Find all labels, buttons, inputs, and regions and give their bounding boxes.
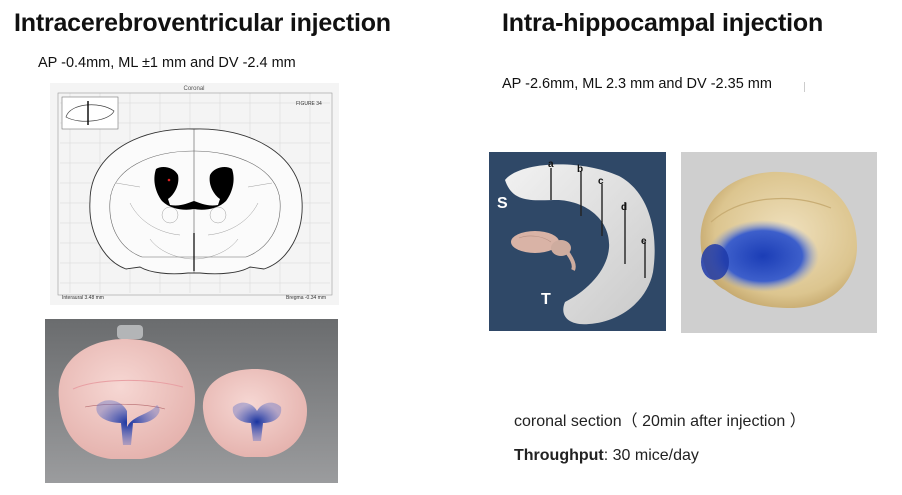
atlas-figure-number: FIGURE 34 <box>296 101 322 107</box>
atlas-bregma: Bregma -0.34 mm <box>286 295 326 301</box>
icv-coordinates: AP -0.4mm, ML ±1 mm and DV -2.4 mm <box>38 55 296 71</box>
label-temporal: T <box>541 291 551 308</box>
atlas-coronal-figure: Coronal FIGURE 34 Interaural 3.48 mm Bre… <box>50 83 339 305</box>
atlas-interaural: Interaural 3.48 mm <box>62 295 104 301</box>
ih-coordinates: AP -2.6mm, ML 2.3 mm and DV -2.35 mm <box>502 76 772 92</box>
icv-title: Intracerebroventricular injection <box>14 9 391 37</box>
label-e: e <box>641 236 647 247</box>
atlas-header: Coronal <box>183 86 204 92</box>
label-septal: S <box>497 195 508 212</box>
ih-title: Intra-hippocampal injection <box>502 9 824 37</box>
label-a: a <box>548 159 554 170</box>
hippocampus-photo: a b c d e S T <box>489 152 666 331</box>
ih-brain-photo <box>681 152 877 333</box>
label-c: c <box>598 176 604 187</box>
cursor-mark <box>804 82 805 92</box>
throughput-label: Throughput <box>514 447 604 464</box>
section-caption: coronal section（ 20min after injection ） <box>514 413 806 430</box>
throughput-value: : 30 mice/day <box>603 447 699 464</box>
label-b: b <box>577 164 583 175</box>
label-d: d <box>621 202 627 213</box>
icv-brain-photo <box>45 319 338 483</box>
throughput-line: Throughput: 30 mice/day <box>514 447 699 465</box>
